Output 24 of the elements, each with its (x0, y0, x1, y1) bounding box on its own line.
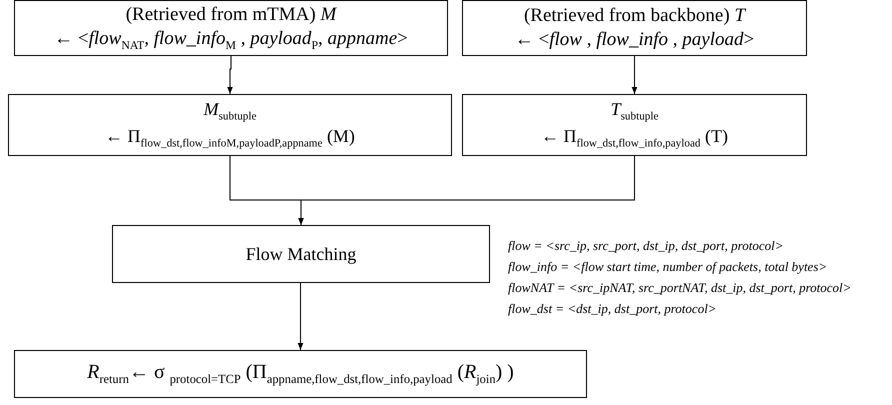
definition-text: flow_dst = <dst_ip, dst_port, protocol> (508, 300, 718, 318)
process-box (462, 0, 807, 56)
definition-text: flow_info = <flow start time, number of packets, total bytes> (508, 258, 828, 276)
definition-text: flowNAT = <src_ipNAT, src_portNAT, dst_ip, dst_port, protocol> (508, 280, 852, 297)
arrow (298, 282, 304, 350)
formula-text: ← <flow , flow_info , payload> (514, 28, 754, 52)
formula-text: Flow Matching (246, 242, 356, 266)
formula-text: ← Π$_{flow_dst,flow_info,payload}$ (T) (541, 125, 728, 152)
process-box (462, 94, 807, 156)
formula-text: ← Π$_{flow_dst,flow_infoM,payloadP,appname}$ (M) (105, 125, 355, 152)
formula-text: (Retrieved from mTMA) M (126, 2, 336, 27)
arrow (298, 156, 635, 226)
arrow (227, 56, 233, 94)
formula-text: (Retrieved from backbone) T (524, 4, 746, 28)
definition-text: flow = <src_ip, src_port, dst_ip, dst_port, protocol> (508, 238, 785, 255)
formula-text: T$_{subtuple}$ (610, 98, 658, 125)
arrow (632, 56, 638, 94)
process-box (8, 94, 452, 156)
process-box (14, 350, 587, 398)
process-box (14, 0, 448, 56)
formula-text: ← <flow$_{NAT}$, flow_info$_{M}$ , payload$_{P}$, appname> (54, 26, 408, 54)
formula-text: R$_{return}$← σ $_{protocol=TCP}$ (Π$_{appname,flow_dst,flow_info,payload}$ (R$_{join}$) ) (87, 360, 514, 388)
formula-text: M$_{subtuple}$ (204, 98, 256, 125)
process-box (112, 225, 490, 283)
